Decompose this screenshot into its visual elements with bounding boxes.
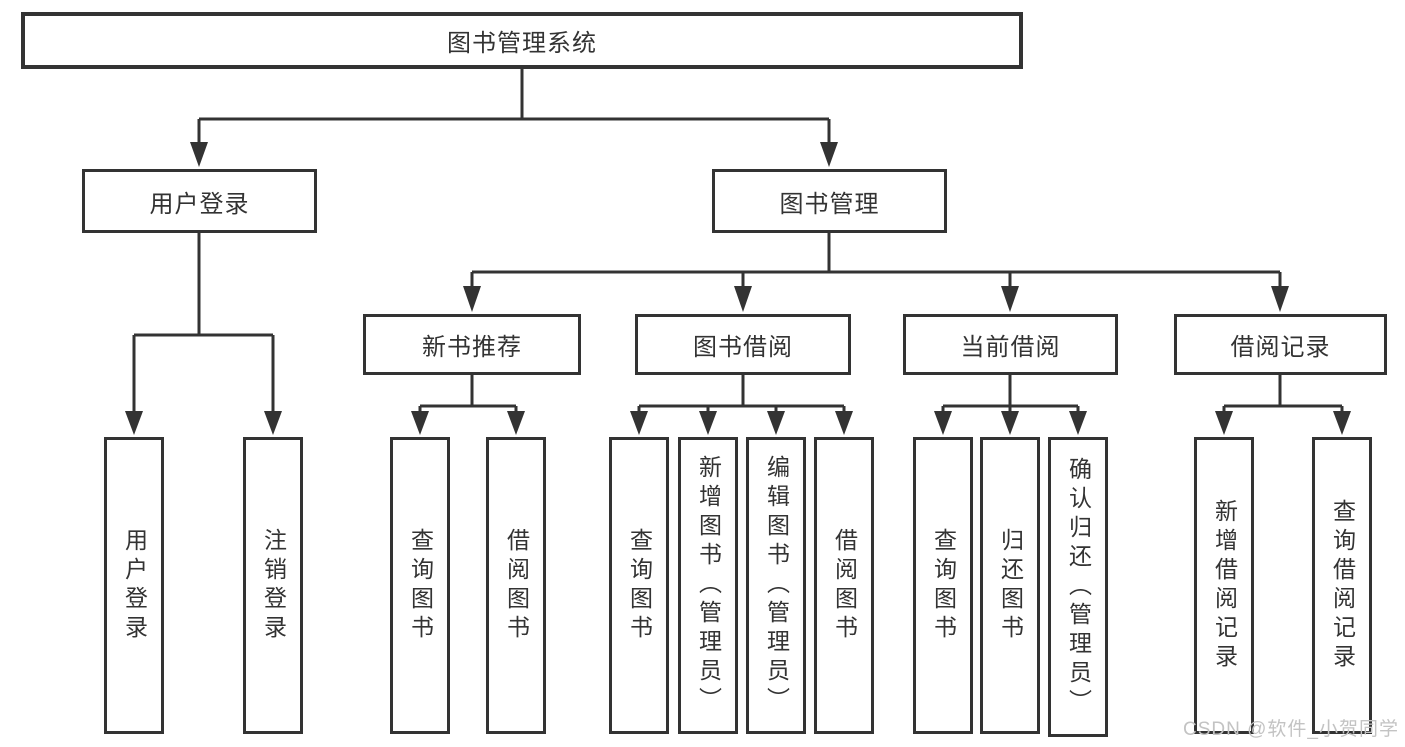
arrowhead — [1271, 286, 1289, 312]
leaf-query-book-borrow-label: 查询图书 — [626, 527, 653, 644]
leaf-return-book-label: 归还图书 — [997, 527, 1024, 644]
node-book-borrow-label: 图书借阅 — [693, 334, 793, 361]
leaf-query-book-current-label: 查询图书 — [930, 527, 957, 644]
leaf-add-borrow-record: 新增借阅记录 — [1194, 437, 1254, 734]
connector-book-management-children — [470, 233, 1282, 288]
leaf-confirm-return-admin: 确认归还（管理员） — [1048, 437, 1108, 737]
arrowhead — [767, 411, 785, 435]
node-user-login-label: 用户登录 — [149, 190, 250, 218]
arrowhead — [1215, 411, 1233, 435]
leaf-query-borrow-record-label: 查询借阅记录 — [1329, 498, 1356, 673]
connector-new-book-recommend-children — [418, 375, 518, 413]
node-library-system-label: 图书管理系统 — [447, 30, 597, 57]
node-library-system: 图书管理系统 — [21, 12, 1023, 69]
arrowhead — [190, 142, 208, 167]
leaf-query-book-recommend: 查询图书 — [390, 437, 450, 734]
arrowhead — [699, 411, 717, 435]
leaf-query-borrow-record: 查询借阅记录 — [1312, 437, 1372, 734]
connector-root-to-level2 — [197, 69, 831, 144]
arrowhead — [934, 411, 952, 435]
arrowhead — [820, 142, 838, 167]
arrowhead — [734, 286, 752, 312]
node-borrow-records-label: 借阅记录 — [1230, 334, 1331, 361]
leaf-borrow-book-recommend: 借阅图书 — [486, 437, 546, 734]
connector-user-login-children — [132, 233, 275, 413]
leaf-user-login: 用户登录 — [104, 437, 164, 734]
leaf-query-book-recommend-label: 查询图书 — [407, 527, 434, 644]
leaf-borrow-book-recommend-label: 借阅图书 — [503, 527, 530, 644]
leaf-borrow-book: 借阅图书 — [814, 437, 874, 734]
node-user-login: 用户登录 — [82, 169, 317, 233]
connector-borrow-records-children — [1222, 375, 1344, 413]
leaf-add-book-admin: 新增图书（管理员） — [678, 437, 738, 734]
node-new-book-recommend: 新书推荐 — [363, 314, 581, 375]
leaf-logout: 注销登录 — [243, 437, 303, 734]
arrowhead — [1333, 411, 1351, 435]
arrowhead — [507, 411, 525, 435]
leaf-add-borrow-record-label: 新增借阅记录 — [1211, 498, 1238, 673]
arrowhead — [630, 411, 648, 435]
leaf-add-book-admin-label: 新增图书（管理员） — [695, 455, 722, 716]
csdn-watermark: CSDN @软件_小贺同学 — [1183, 719, 1399, 740]
connector-current-borrow-children — [941, 375, 1080, 413]
leaf-edit-book-admin-label: 编辑图书（管理员） — [763, 455, 790, 716]
leaf-query-book-borrow: 查询图书 — [609, 437, 669, 734]
node-book-management: 图书管理 — [712, 169, 947, 233]
node-borrow-records: 借阅记录 — [1174, 314, 1387, 375]
arrowhead — [1001, 286, 1019, 312]
arrowhead — [1001, 411, 1019, 435]
connector-book-borrow-children — [637, 375, 846, 413]
node-current-borrow: 当前借阅 — [903, 314, 1118, 375]
leaf-confirm-return-admin-label: 确认归还（管理员） — [1065, 456, 1092, 718]
arrowhead — [835, 411, 853, 435]
arrowhead — [264, 411, 282, 435]
arrowhead — [1069, 411, 1087, 435]
arrowhead — [463, 286, 481, 312]
arrowhead — [125, 411, 143, 435]
node-current-borrow-label: 当前借阅 — [960, 334, 1061, 361]
leaf-borrow-book-label: 借阅图书 — [831, 527, 858, 644]
leaf-return-book: 归还图书 — [980, 437, 1040, 734]
node-book-management-label: 图书管理 — [779, 190, 880, 218]
leaf-logout-label: 注销登录 — [260, 527, 287, 644]
node-book-borrow: 图书借阅 — [635, 314, 851, 375]
node-new-book-recommend-label: 新书推荐 — [422, 334, 522, 361]
arrowhead — [411, 411, 429, 435]
leaf-edit-book-admin: 编辑图书（管理员） — [746, 437, 806, 734]
leaf-user-login-label: 用户登录 — [121, 527, 148, 644]
leaf-query-book-current: 查询图书 — [913, 437, 973, 734]
